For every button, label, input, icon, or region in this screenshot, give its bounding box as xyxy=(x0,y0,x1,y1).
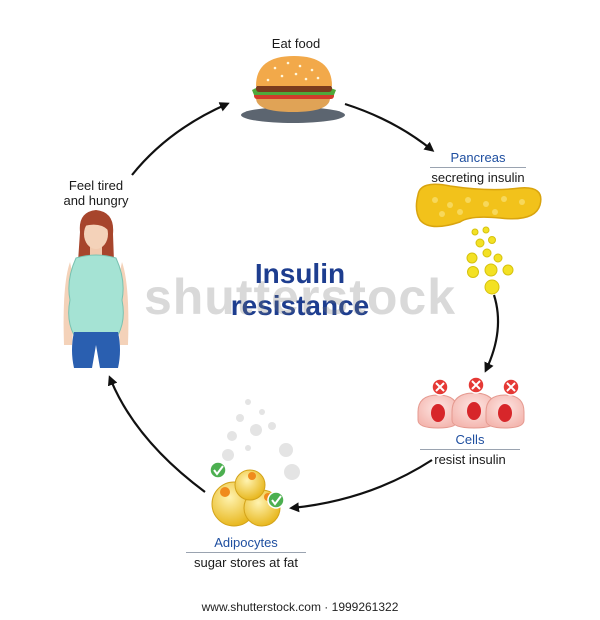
arrow-adipocytes-to-woman xyxy=(107,375,206,493)
arrow-cells-to-adipocytes xyxy=(289,459,433,513)
adipocytes-title: Adipocytes xyxy=(186,535,306,553)
pancreas-label-group: Pancreas secreting insulin xyxy=(430,150,526,185)
cells-icon xyxy=(417,392,525,429)
pancreas-title: Pancreas xyxy=(430,150,526,168)
reject-x-icon xyxy=(431,376,520,396)
eat-food-label: Eat food xyxy=(271,36,321,51)
feel-tired-line1: Feel tired xyxy=(68,178,124,193)
feel-tired-line2: and hungry xyxy=(63,193,129,208)
cells-label-group: Cells resist insulin xyxy=(420,432,520,467)
title-line2: resistance xyxy=(230,290,370,321)
adipocytes-label-group: Adipocytes sugar stores at fat xyxy=(186,535,306,570)
pancreas-subtitle: secreting insulin xyxy=(431,170,525,185)
pancreas-icon xyxy=(415,183,542,228)
cells-title: Cells xyxy=(420,432,520,450)
adipocytes-subtitle: sugar stores at fat xyxy=(193,555,299,570)
arrow-pancreas-to-cells xyxy=(484,294,500,373)
diagram-title: Insulin resistance xyxy=(180,258,420,322)
sugar-bubbles xyxy=(222,399,300,480)
insulin-droplets xyxy=(466,226,514,295)
cells-subtitle: resist insulin xyxy=(434,452,506,467)
burger-icon xyxy=(241,56,345,123)
adipocytes-icon xyxy=(211,469,281,527)
watermark: shutterstock xyxy=(143,269,457,325)
title-line1: Insulin xyxy=(254,258,346,289)
footer-credit: www.shutterstock.com · 1999261322 xyxy=(201,600,399,614)
arrow-food-to-pancreas xyxy=(344,102,435,152)
arrow-woman-to-food xyxy=(131,102,230,176)
feel-tired-label: Feel tired and hungry xyxy=(56,178,136,208)
check-icon xyxy=(209,461,285,509)
woman-figure xyxy=(63,210,129,368)
